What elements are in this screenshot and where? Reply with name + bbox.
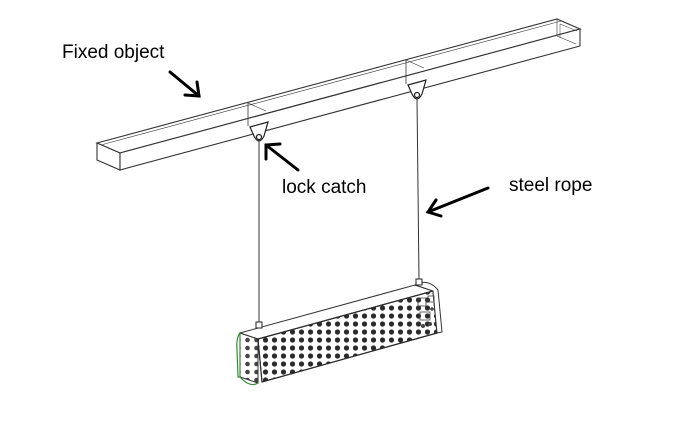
steel-rope-right: [416, 97, 420, 281]
lock-catch-right: [407, 79, 427, 100]
fixture-end-panel: [417, 295, 435, 328]
arrow-fixed-object: [168, 70, 201, 98]
arrow-lock-catch: [264, 142, 300, 172]
lock-catch-label: lock catch: [282, 177, 367, 198]
steel-rope-label: steel rope: [509, 175, 593, 196]
arrow-steel-rope: [425, 186, 490, 218]
linear-light-fixture: [236, 278, 443, 386]
fixed-object-label: Fixed object: [62, 42, 165, 63]
lock-catch-left: [249, 121, 269, 142]
fixed-object-beam: [95, 18, 582, 171]
